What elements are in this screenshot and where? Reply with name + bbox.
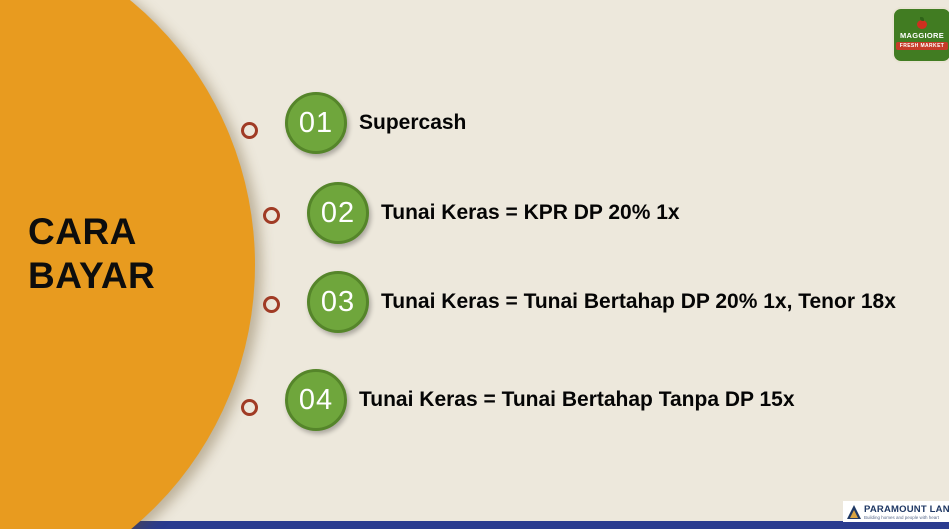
payment-option-4: 04 Tunai Keras = Tunai Bertahap Tanpa DP… [241,368,795,432]
step-number: 03 [320,285,356,318]
title-line-1: CARA [28,211,137,252]
maggiore-logo-banner: FRESH MARKET [895,42,949,50]
bullet-ring-icon [241,398,258,416]
payment-option-2: 02 Tunai Keras = KPR DP 20% 1x [263,181,680,245]
payment-option-label: Tunai Keras = Tunai Bertahap DP 20% 1x, … [381,290,896,313]
step-number-badge: 04 [285,369,347,431]
bullet-ring-icon [263,295,280,313]
maggiore-fresh-market-logo: MAGGIORE FRESH MARKET [892,7,949,63]
step-number: 01 [298,106,334,139]
bullet-ring-icon [263,206,280,224]
maggiore-logo-text: MAGGIORE [899,31,945,40]
paramount-logo-text-block: PARAMOUNT LAND Building homes and people… [864,504,949,520]
bullet-ring-icon [241,121,258,139]
title-line-2: BAYAR [28,254,156,296]
payment-option-label: Supercash [359,111,467,134]
paramount-logo-icon [847,504,861,519]
tomato-icon [917,17,927,29]
payment-option-3: 03 Tunai Keras = Tunai Bertahap DP 20% 1… [263,270,896,334]
paramount-logo-name: PARAMOUNT LAND [864,503,949,515]
step-number: 02 [320,196,356,229]
paramount-land-logo: PARAMOUNT LAND Building homes and people… [843,501,949,522]
step-number: 04 [298,383,334,416]
payment-option-label: Tunai Keras = Tunai Bertahap Tanpa DP 15… [359,388,795,411]
step-number-badge: 03 [307,271,369,333]
bottom-accent-bar [0,521,949,529]
step-number-badge: 02 [307,182,369,244]
payment-option-1: 01 Supercash [241,91,466,155]
step-number-badge: 01 [285,92,347,154]
payment-option-label: Tunai Keras = KPR DP 20% 1x [381,201,680,224]
paramount-logo-tagline: Building homes and people with heart [864,514,940,520]
